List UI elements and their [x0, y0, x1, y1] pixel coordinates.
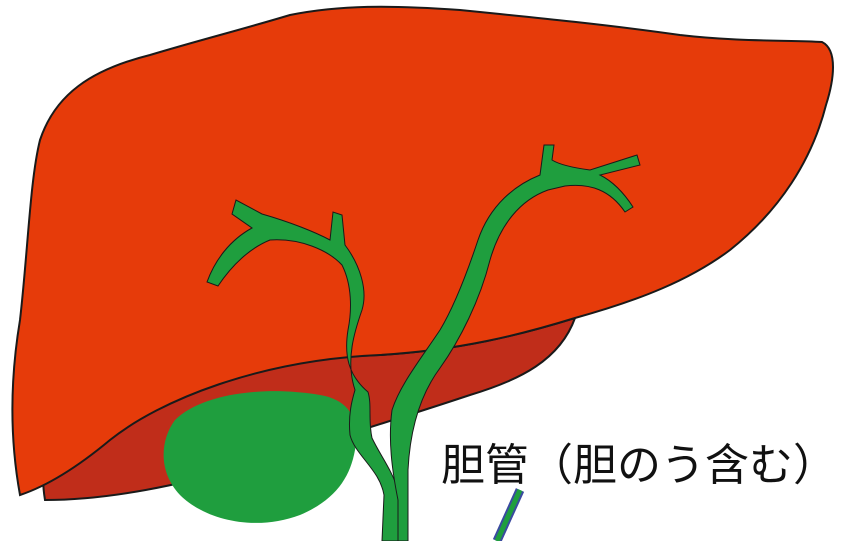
bile-duct-label: 胆管（胆のう含む） — [441, 436, 844, 496]
gallbladder — [164, 391, 357, 523]
liver-body — [13, 7, 834, 495]
label-pointer — [497, 490, 520, 541]
